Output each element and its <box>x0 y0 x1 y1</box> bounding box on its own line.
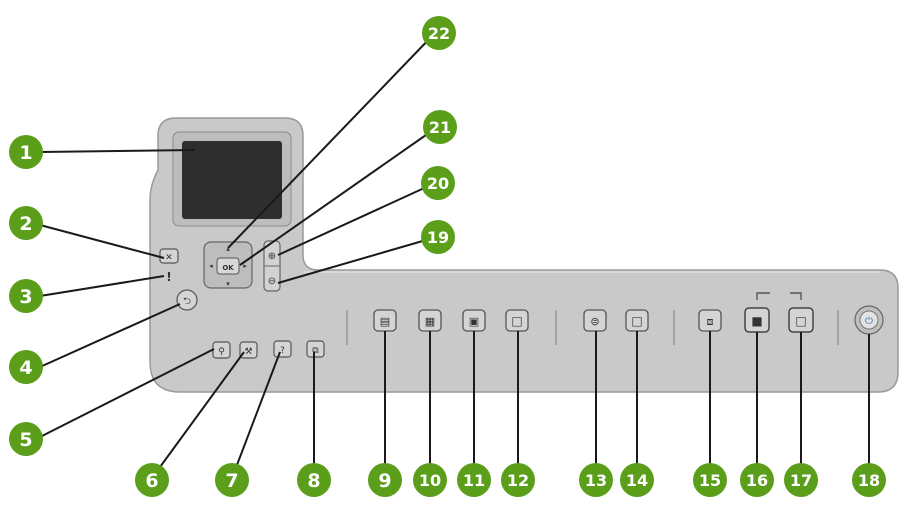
callout-6: 6 <box>135 463 169 497</box>
svg-text:7: 7 <box>225 470 238 492</box>
wrench-icon: ⚒ <box>244 347 252 357</box>
display-screen <box>182 141 282 219</box>
svg-text:17: 17 <box>790 471 812 490</box>
callout-13: 13 <box>579 463 613 497</box>
svg-text:22: 22 <box>428 24 450 43</box>
start-copy-color-icon: □ <box>795 314 806 328</box>
callout-1: 1 <box>9 135 43 169</box>
svg-text:15: 15 <box>699 471 721 490</box>
zoom-rocker[interactable]: ⊕ ⊖ <box>263 240 281 292</box>
rotate-icon: ⧉ <box>312 346 319 356</box>
attention-light-icon: ! <box>166 270 171 284</box>
cancel-button[interactable]: ✕ <box>159 248 179 264</box>
ok-button-frame[interactable] <box>216 257 240 275</box>
callout-20: 20 <box>421 166 455 200</box>
callout-11: 11 <box>457 463 491 497</box>
svg-text:13: 13 <box>585 471 607 490</box>
callout-8: 8 <box>297 463 331 497</box>
svg-text:9: 9 <box>378 470 391 492</box>
proof-sheet-button[interactable]: ▦ <box>418 309 442 332</box>
callout-2: 2 <box>9 206 43 240</box>
back-arrow-icon: ⮌ <box>183 296 191 307</box>
power-icon: ⏻ <box>865 316 873 327</box>
printer-icon: ▤ <box>380 315 390 328</box>
reprints-icon: ▣ <box>469 315 479 328</box>
callout-3: 3 <box>9 279 43 313</box>
arrow-right-icon[interactable]: ▸ <box>243 262 247 270</box>
callout-19: 19 <box>421 220 455 254</box>
color-display <box>172 131 292 227</box>
start-photo-button[interactable]: □ <box>505 309 529 332</box>
callouts: 1 2 3 4 5 6 7 8 9 10 11 12 13 14 15 16 1… <box>9 16 886 497</box>
scan-menu-button[interactable]: ⊜ <box>583 309 607 332</box>
copy-menu-button[interactable]: ⧈ <box>698 309 722 332</box>
reprints-button[interactable]: ▣ <box>462 309 486 332</box>
callout-12: 12 <box>501 463 535 497</box>
svg-text:11: 11 <box>463 471 485 490</box>
start-copy-color-button[interactable]: □ <box>788 307 814 333</box>
section-dividers <box>346 310 839 345</box>
callout-18: 18 <box>852 463 886 497</box>
start-copy-black-button[interactable]: ■ <box>744 307 770 333</box>
copy-icon: ⧈ <box>707 315 714 328</box>
callout-21: 21 <box>423 110 457 144</box>
svg-text:14: 14 <box>626 471 648 490</box>
svg-text:10: 10 <box>419 471 441 490</box>
setup-button[interactable]: ⚒ <box>239 341 258 359</box>
arrow-left-icon[interactable]: ◂ <box>209 262 213 270</box>
close-icon: ✕ <box>165 253 173 263</box>
navigation-pad[interactable]: ▴ ▾ ◂ ▸ OK <box>203 241 253 289</box>
svg-text:18: 18 <box>858 471 880 490</box>
svg-text:3: 3 <box>19 286 32 308</box>
start-scan-icon: □ <box>631 314 642 328</box>
start-photo-icon: □ <box>511 314 522 328</box>
photo-fix-button[interactable]: ⚲ <box>212 341 231 359</box>
svg-text:2: 2 <box>19 213 32 235</box>
copy-bracket-marks <box>756 292 802 300</box>
callout-17: 17 <box>784 463 818 497</box>
callout-15: 15 <box>693 463 727 497</box>
leader-lines <box>39 33 870 479</box>
magnifier-icon: ⚲ <box>218 347 225 357</box>
svg-text:1: 1 <box>19 142 32 164</box>
callout-4: 4 <box>9 350 43 384</box>
zoom-out-icon[interactable]: ⊖ <box>268 276 276 287</box>
help-button[interactable]: ? <box>273 340 292 358</box>
power-button[interactable]: ⏻ <box>854 305 884 335</box>
print-photos-button[interactable]: ▤ <box>373 309 397 332</box>
start-scan-button[interactable]: □ <box>625 309 649 332</box>
svg-text:5: 5 <box>19 429 32 451</box>
back-button[interactable]: ⮌ <box>176 289 198 311</box>
callout-7: 7 <box>215 463 249 497</box>
svg-text:8: 8 <box>307 470 320 492</box>
callout-9: 9 <box>368 463 402 497</box>
svg-text:19: 19 <box>427 228 449 247</box>
callout-10: 10 <box>413 463 447 497</box>
svg-text:21: 21 <box>429 118 451 137</box>
svg-text:16: 16 <box>746 471 768 490</box>
arrow-up-icon[interactable]: ▴ <box>226 245 230 253</box>
proof-sheet-icon: ▦ <box>425 315 435 328</box>
svg-text:12: 12 <box>507 471 529 490</box>
svg-text:6: 6 <box>145 470 158 492</box>
scan-icon: ⊜ <box>590 315 599 328</box>
callout-16: 16 <box>740 463 774 497</box>
ok-button[interactable]: OK <box>222 264 234 272</box>
zoom-in-icon[interactable]: ⊕ <box>268 251 276 262</box>
svg-text:4: 4 <box>19 357 32 379</box>
arrow-down-icon[interactable]: ▾ <box>226 280 230 288</box>
help-icon: ? <box>280 346 285 356</box>
rotate-button[interactable]: ⧉ <box>306 340 325 358</box>
start-copy-black-icon: ■ <box>751 314 762 328</box>
svg-text:20: 20 <box>427 174 449 193</box>
callout-5: 5 <box>9 422 43 456</box>
callout-14: 14 <box>620 463 654 497</box>
callout-22: 22 <box>422 16 456 50</box>
